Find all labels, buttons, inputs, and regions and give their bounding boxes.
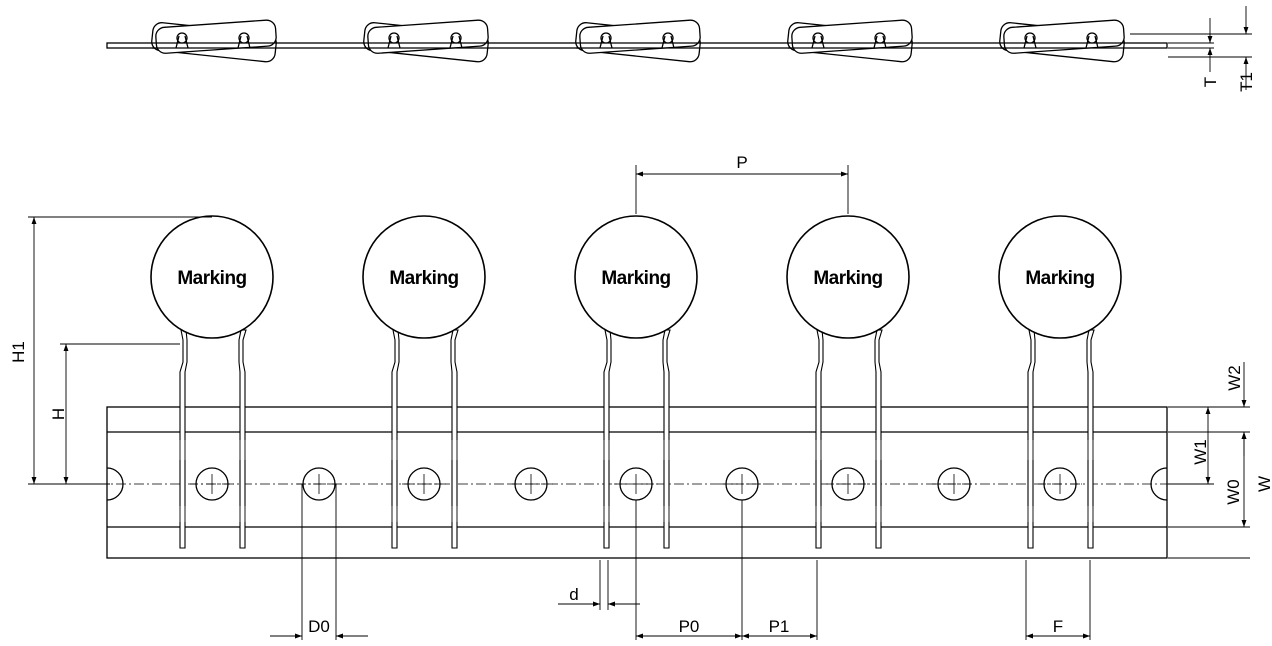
dimension-label-H1: H1 [9,341,28,363]
marking-label: Marking [1025,268,1094,289]
dimension-label-W1: W1 [1191,439,1210,465]
dimension-W1: W1 [1168,407,1214,485]
dimension-label-D0: D0 [308,617,330,636]
dimension-T1: T1 [1130,6,1256,92]
dimension-H1: H1 [9,216,212,485]
side-view-components [151,19,1125,63]
edge-half-hole-left [106,467,124,501]
side-component [999,19,1125,63]
side-component [575,19,701,63]
sprocket-hole [720,467,764,501]
component: Marking [362,215,486,549]
dimension-P1: P1 [742,560,818,640]
dimension-label-H: H [49,408,68,420]
dimension-label-F: F [1053,617,1063,636]
sprocket-hole [297,467,341,501]
dimension-label-P: P [736,153,747,172]
sprocket-hole [1038,467,1082,501]
side-component [151,19,277,63]
dimension-label-W: W [1255,476,1272,492]
marking-label: Marking [389,268,458,289]
sprocket-holes [190,467,1082,501]
sprocket-hole [402,467,446,501]
sprocket-hole [190,467,234,501]
components: Marking Marking Marking Marking Marking [150,215,1122,549]
component-body [998,215,1122,339]
dimension-H: H [49,343,180,484]
dimension-T: T [1168,18,1220,87]
component: Marking [574,215,698,549]
component: Marking [786,215,910,549]
dimension-W2: W2 [1168,362,1250,456]
sprocket-hole [932,467,976,501]
dimension-D0: D0 [270,484,368,640]
dimension-label-T1: T1 [1237,72,1256,92]
sprocket-hole [826,467,870,501]
marking-label: Marking [813,268,882,289]
side-component [363,19,489,63]
marking-label: Marking [177,268,246,289]
dimension-label-W2: W2 [1225,365,1244,391]
dimension-F: F [1025,560,1091,640]
dimension-label-d: d [569,585,578,604]
dimension-label-P1: P1 [769,617,790,636]
sprocket-hole [509,467,553,501]
component-body [150,215,274,339]
dimension-d: d [558,560,640,610]
component-body [362,215,486,339]
side-view: T T1 [106,6,1256,92]
edge-half-hole-right [1150,467,1168,501]
marking-label: Marking [601,268,670,289]
dimension-P: P [635,153,849,214]
dimension-W: W [1168,432,1272,559]
component: Marking [998,215,1122,549]
carrier-tape [106,406,1168,559]
sprocket-hole [614,467,658,501]
front-view: Marking Marking Marking Marking Marking [98,215,1176,559]
side-component [787,19,913,63]
component-body [574,215,698,339]
component: Marking [150,215,274,549]
dimension-label-T: T [1201,77,1220,87]
dimension-W0: W0 [1168,479,1250,528]
dimension-label-W0: W0 [1224,479,1243,505]
dimension-P0: P0 [635,500,743,640]
component-body [786,215,910,339]
dimension-label-P0: P0 [679,617,700,636]
